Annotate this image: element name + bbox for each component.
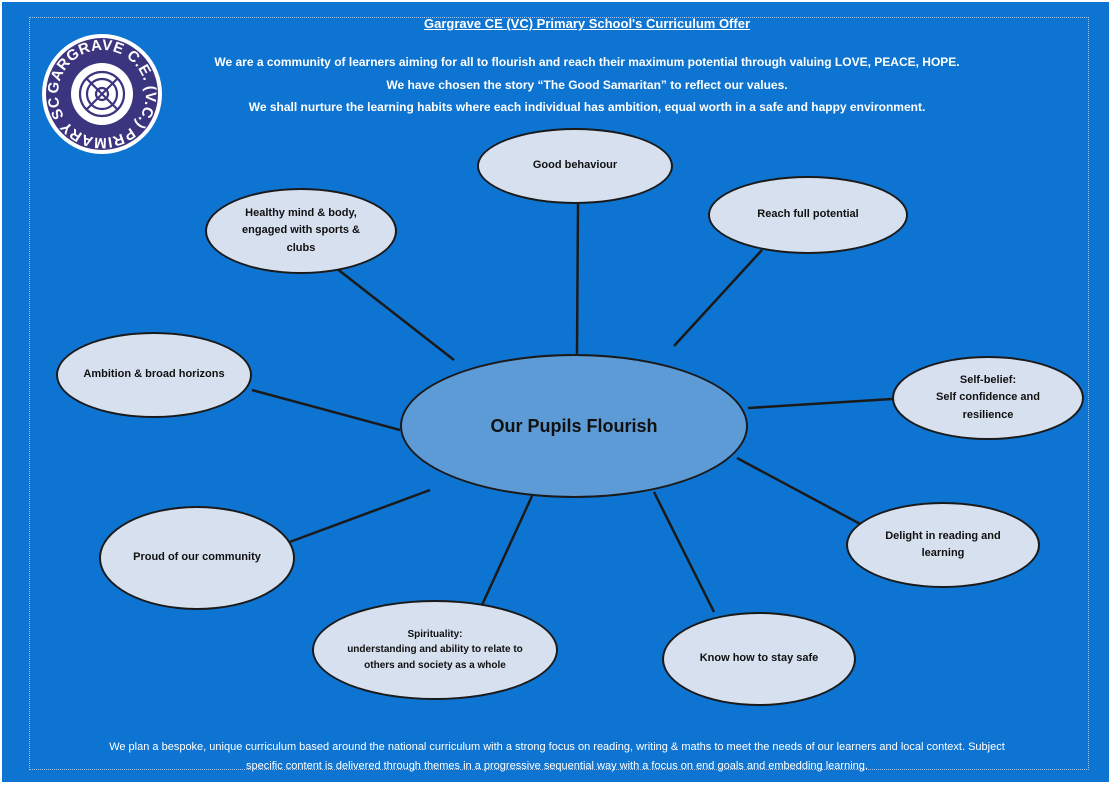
bubble-know-how-to-stay-safe: Know how to stay safe [662,612,856,706]
mission-line-2: We have chosen the story “The Good Samar… [386,78,788,92]
connector-line-2 [673,249,763,347]
rose-emblem-icon [78,70,126,118]
center-label: Our Pupils Flourish [490,415,658,436]
connector-line-7 [267,488,431,552]
connector-line-6 [480,495,534,606]
bubble-spirituality: Spirituality: understanding and ability … [312,600,558,700]
bubble-good-behaviour: Good behaviour [477,128,673,204]
bubble-healthy-mind: Healthy mind & body, engaged with sports… [205,188,397,274]
bubble-proud-of-community: Proud of our community [99,506,295,610]
connector-line-3 [747,397,893,410]
center-bubble: Our Pupils Flourish [400,354,748,498]
bubble-ambition: Ambition & broad horizons [56,332,252,418]
bubble-reach-full-potential: Reach full potential [708,176,908,254]
footer-line-2: specific content is delivered through th… [246,760,868,773]
connector-line-4 [736,456,865,528]
footer-text: We plan a bespoke, unique curriculum bas… [32,738,1082,777]
connector-line-9 [335,267,455,361]
bubble-self-belief: Self-belief: Self confidence and resilie… [892,356,1084,440]
connector-line-5 [652,491,716,613]
bubble-delight-in-reading: Delight in reading and learning [846,502,1040,588]
mission-line-1: We are a community of learners aiming fo… [214,55,960,69]
connector-line-8 [251,388,401,432]
school-logo: GARGRAVE C.E. (V.C.) PRIMARY SCHOOL [40,32,162,154]
mission-line-3: We shall nurture the learning habits whe… [248,100,926,114]
page-title: Gargrave CE (VC) Primary School's Curric… [423,16,750,31]
connector-line-1 [575,203,580,355]
footer-line-1: We plan a bespoke, unique curriculum bas… [109,741,1005,753]
